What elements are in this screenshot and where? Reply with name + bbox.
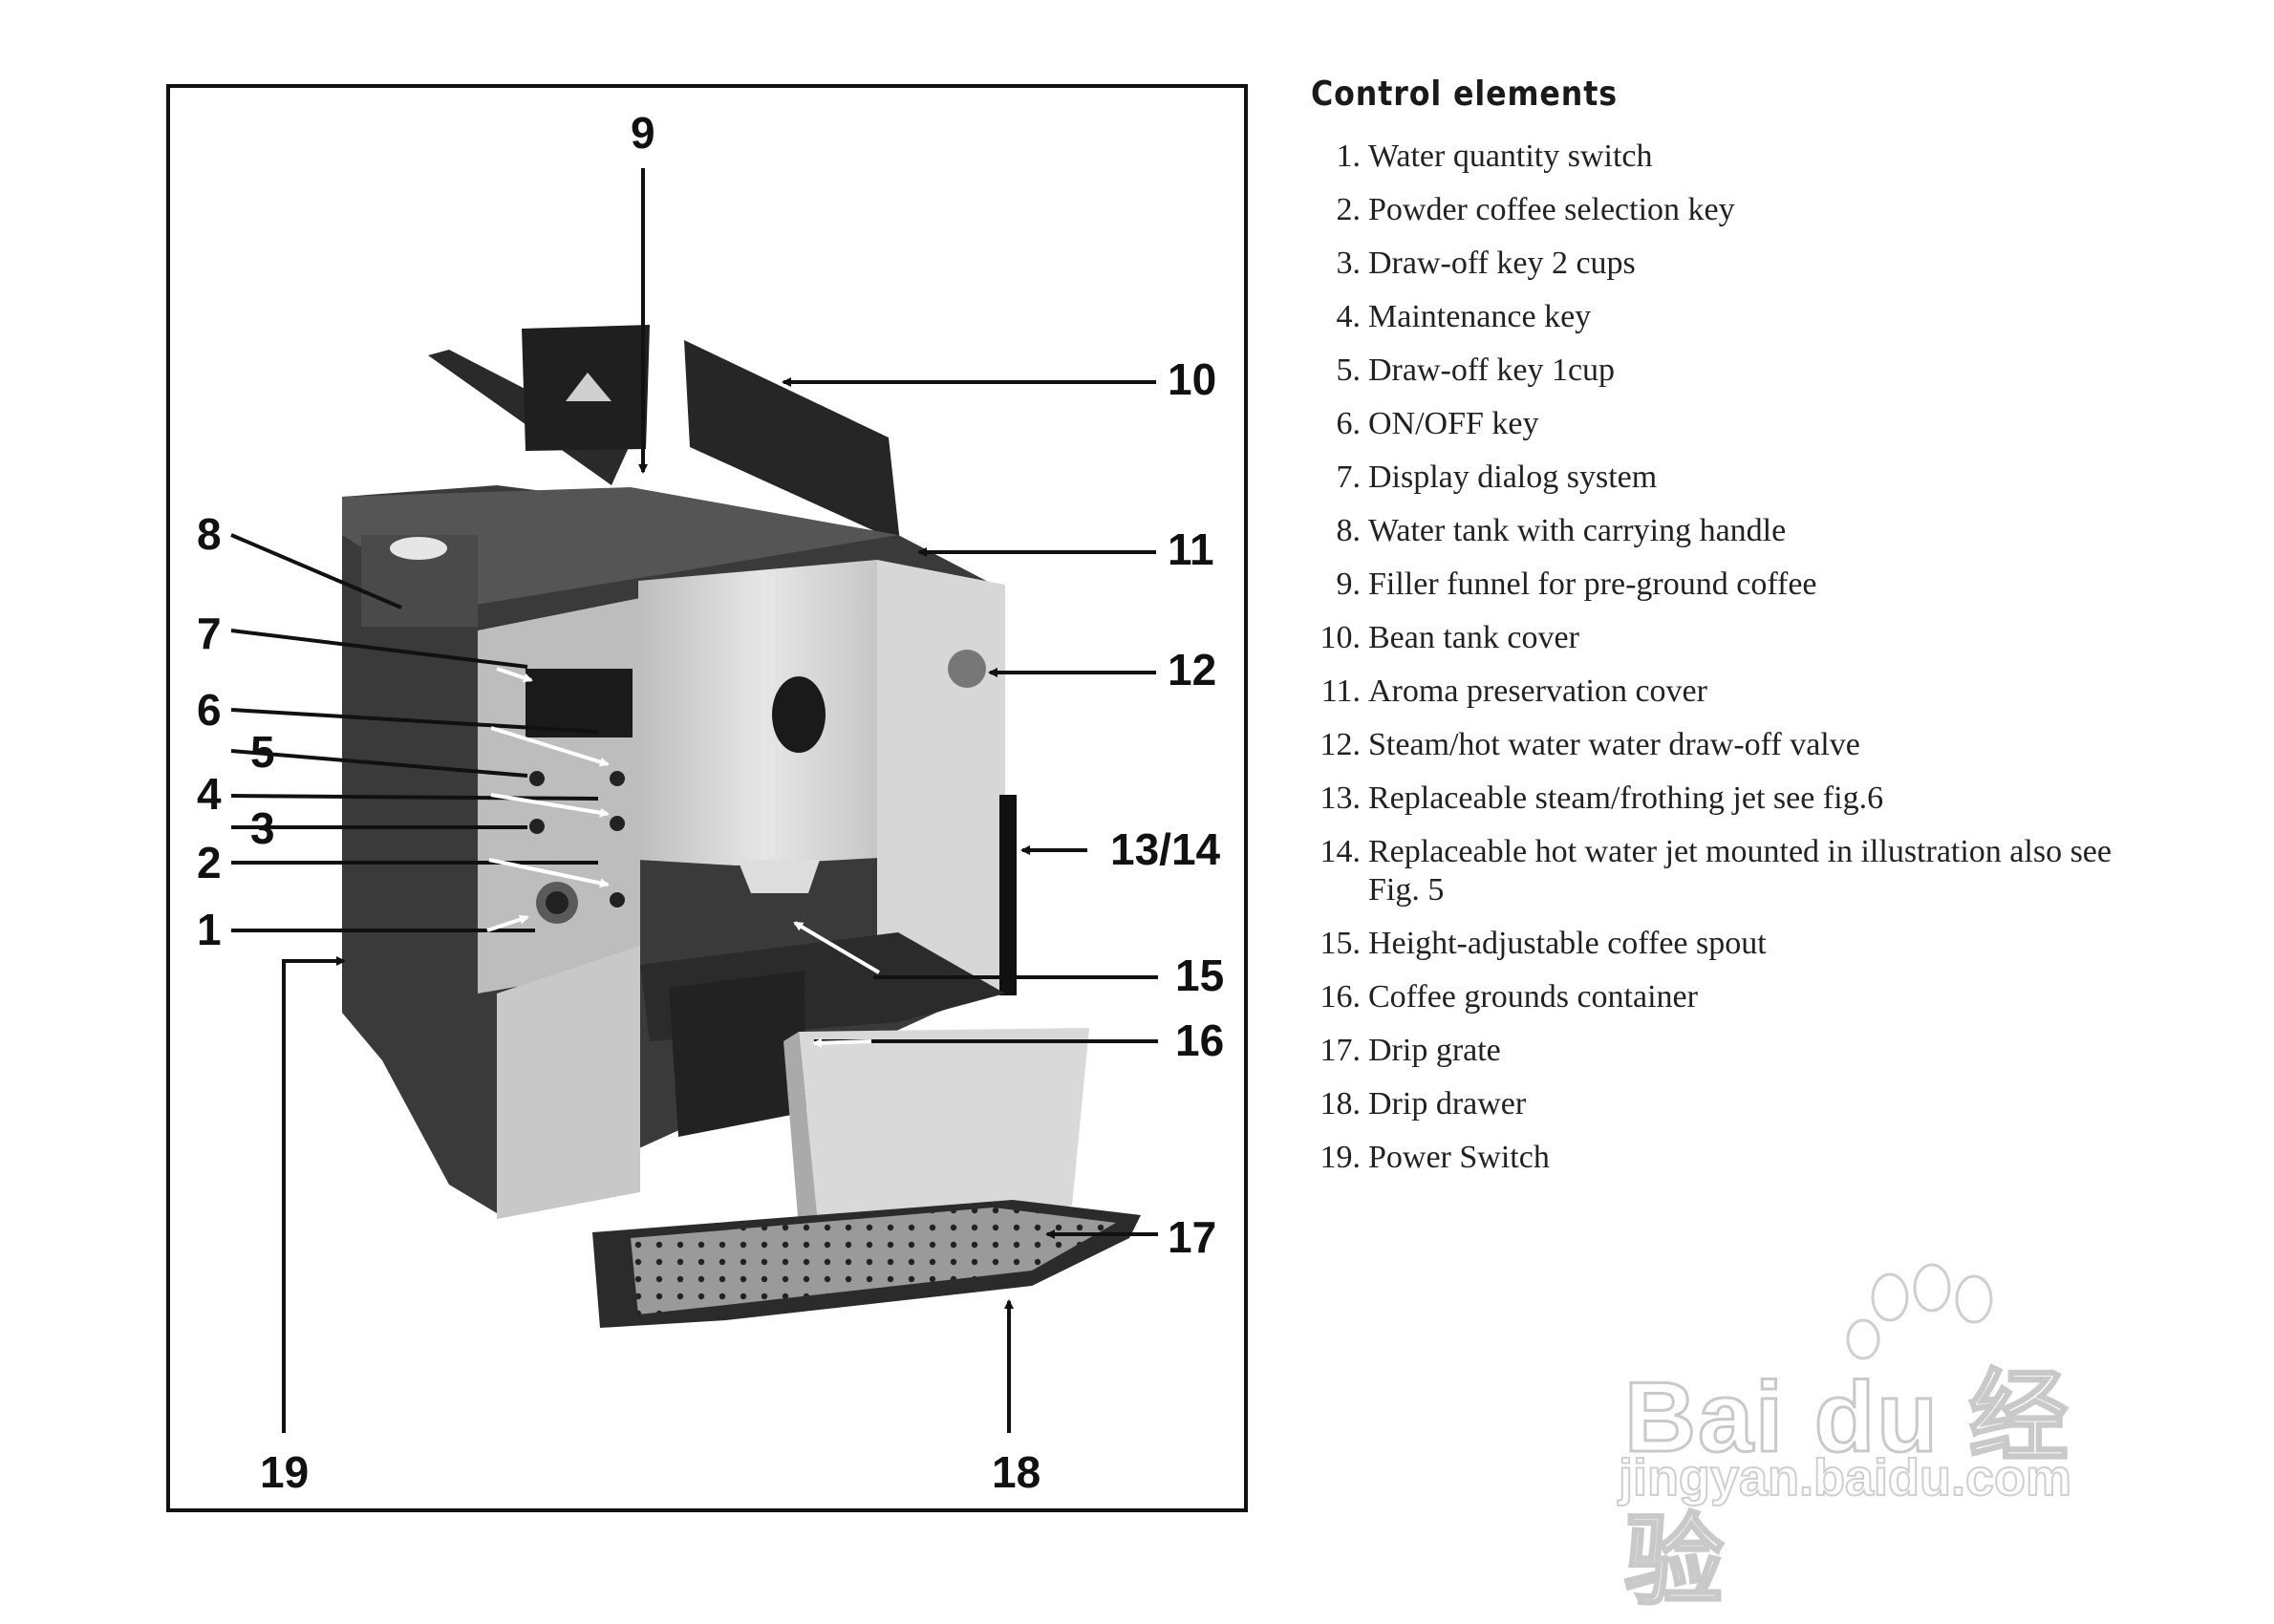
callout-5: 5 [250,727,275,777]
display-screen [526,669,633,737]
callout-19: 19 [260,1447,310,1497]
callout-8: 8 [197,509,222,559]
callout-3: 3 [250,803,275,853]
drip-tray [592,1200,1141,1328]
legend-item: 16.Coffee grounds container [1319,979,1698,1015]
baidu-watermark: Bai du 经验 jingyan.baidu.com [1615,1261,2150,1619]
legend-item: 18.Drip drawer [1319,1086,1527,1122]
legend-item: 3.Draw-off key 2 cups [1336,246,1636,281]
legend-item: 14.Replaceable hot water jet mounted in … [1319,834,2112,908]
callout-12: 12 [1168,645,1217,694]
callout-13-14: 13/14 [1110,824,1221,874]
callout-11: 11 [1168,524,1214,574]
legend-item: 19.Power Switch [1319,1140,1550,1175]
machine-body [342,485,1005,1219]
callout-6: 6 [197,685,222,735]
callout-16: 16 [1175,1015,1225,1065]
steam-valve-knob [948,650,986,688]
leader-lines-white [486,667,881,1048]
legend-item: 12.Steam/hot water water draw-off valve [1319,727,1860,762]
callout-15: 15 [1175,951,1225,1000]
legend-item: 2.Powder coffee selection key [1336,192,1735,227]
callout-7: 7 [197,609,222,658]
callout-9: 9 [631,108,655,158]
legend-item: 15.Height-adjustable coffee spout [1319,926,1767,961]
paw-icon [1846,1263,1993,1360]
legend-item: 11.Aroma preservation cover [1320,673,1707,709]
legend-item: 1.Water quantity switch [1336,139,1653,174]
coffee-spout [738,860,820,893]
callout-10: 10 [1168,354,1217,404]
callout-18: 18 [992,1447,1041,1497]
bean-tank-cover [428,325,900,543]
steam-jet [999,795,1017,995]
legend-title: Control elements [1311,75,1618,114]
callout-17: 17 [1168,1212,1217,1262]
legend-item: 9.Filler funnel for pre-ground coffee [1336,566,1817,602]
brand-logo [772,676,826,753]
legend-item: 10.Bean tank cover [1319,620,1579,655]
watermark-logo: Bai du 经验 [1623,1361,2070,1619]
callout-4: 4 [197,769,222,819]
legend-item: 17.Drip grate [1319,1033,1501,1068]
legend-item: 5.Draw-off key 1cup [1336,353,1616,388]
callout-1: 1 [197,905,222,954]
callout-2: 2 [197,838,222,887]
watermark-url: jingyan.baidu.com [1618,1448,2072,1507]
legend-list: 1.Water quantity switch 2.Powder coffee … [1311,138,2152,1192]
legend-item: 6.ON/OFF key [1336,406,1539,441]
legend-item: 8.Water tank with carrying handle [1336,513,1787,548]
legend-item: 13.Replaceable steam/frothing jet see fi… [1319,780,1884,816]
control-keys [529,771,625,924]
legend-item: 7.Display dialog system [1336,459,1658,495]
legend-item: 4.Maintenance key [1336,299,1592,334]
